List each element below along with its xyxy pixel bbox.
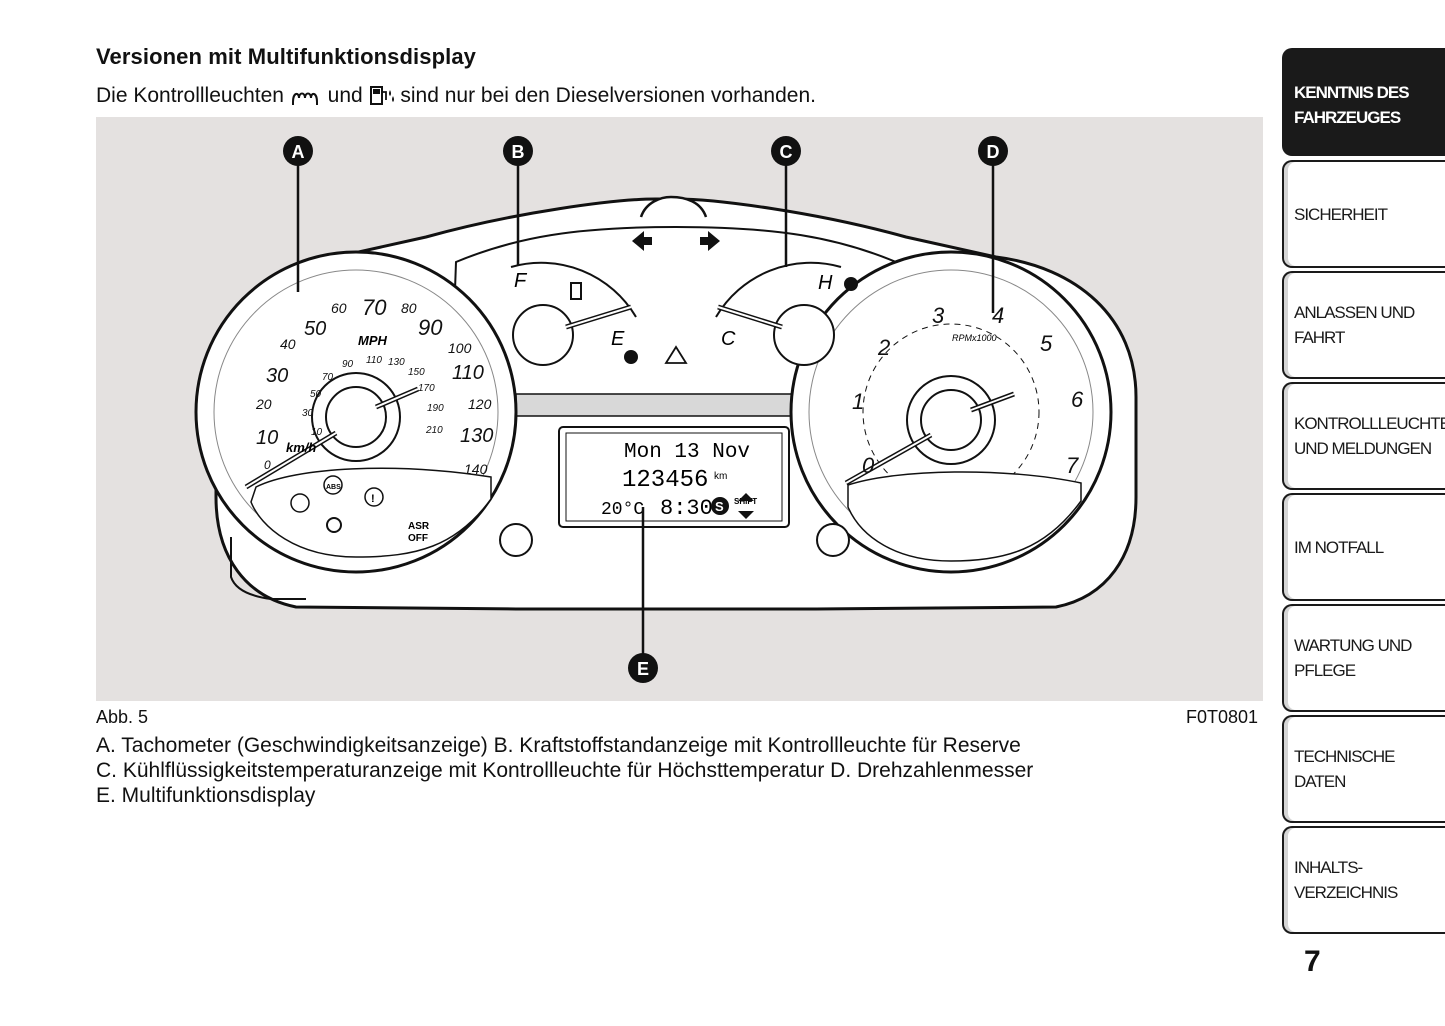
svg-text:ASR: ASR	[408, 521, 430, 532]
figure-caption: A. Tachometer (Geschwindigkeitsanzeige) …	[96, 733, 1033, 808]
svg-text:210: 210	[425, 425, 443, 436]
svg-text:20°C: 20°C	[601, 500, 644, 520]
svg-text:RPMx1000: RPMx1000	[952, 333, 997, 343]
tab-kontrollleuchten[interactable]: KONTROLLLEUCHTEN UND MELDUNGEN	[1282, 382, 1445, 490]
svg-text:km/h: km/h	[286, 440, 316, 455]
svg-text:10: 10	[256, 427, 278, 449]
svg-text:90: 90	[418, 315, 443, 340]
svg-text:SHIFT: SHIFT	[734, 497, 757, 506]
instrument-panel-figure: 0 10 20 30 40 50 60 70 80 90 100 110 120…	[96, 117, 1263, 701]
svg-text:20: 20	[255, 396, 272, 412]
tab-im-notfall[interactable]: IM NOTFALL	[1282, 493, 1445, 601]
svg-text:4: 4	[992, 303, 1004, 328]
svg-text:80: 80	[401, 300, 417, 316]
svg-text:5: 5	[1040, 331, 1053, 356]
svg-text:50: 50	[304, 318, 326, 340]
section-heading: Versionen mit Multifunktionsdisplay	[96, 44, 476, 69]
svg-text:C: C	[780, 142, 793, 162]
tab-wartung-und-pflege[interactable]: WARTUNG UND PFLEGE	[1282, 604, 1445, 712]
svg-text:170: 170	[418, 383, 435, 394]
svg-text:130: 130	[388, 357, 405, 368]
figure-label: Abb. 5	[96, 707, 149, 727]
svg-text:!: !	[371, 493, 375, 505]
svg-text:0: 0	[862, 453, 875, 478]
svg-text:7: 7	[1066, 453, 1079, 478]
svg-text:190: 190	[427, 403, 444, 414]
svg-text:50: 50	[310, 389, 322, 400]
svg-text:40: 40	[280, 336, 296, 352]
svg-text:A: A	[292, 142, 305, 162]
callout-d: D	[978, 136, 1008, 313]
svg-text:123456: 123456	[622, 467, 708, 494]
caption-line: C. Kühlflüssigkeitstemperaturanzeige mit…	[96, 759, 1034, 782]
intro-text: Die Kontrollleuchten und sind nur bei de…	[96, 84, 816, 112]
svg-text:E: E	[611, 328, 625, 350]
svg-text:70: 70	[362, 295, 387, 320]
svg-text:S: S	[715, 499, 724, 514]
svg-text:60: 60	[331, 300, 347, 316]
svg-text:D: D	[987, 142, 1000, 162]
svg-text:1: 1	[852, 389, 864, 414]
intro-middle: und	[327, 84, 363, 107]
svg-text:100: 100	[448, 340, 472, 356]
svg-text:ABS: ABS	[326, 484, 341, 491]
callout-b: B	[503, 136, 533, 265]
svg-text:120: 120	[468, 396, 492, 412]
svg-text:10: 10	[311, 427, 323, 438]
svg-text:110: 110	[366, 355, 382, 366]
intro-before: Die Kontrollleuchten	[96, 84, 284, 107]
figure-code: F0T0801	[1186, 707, 1259, 727]
intro-after: sind nur bei den Dieselversionen vorhand…	[400, 84, 816, 107]
svg-text:150: 150	[408, 367, 425, 378]
svg-text:3: 3	[932, 303, 945, 328]
tachometer: 0 1 2 3 4 5 6 7 RPMx1000	[789, 250, 1113, 574]
glow-plug-icon	[290, 88, 322, 112]
callout-c: C	[771, 136, 801, 267]
svg-text:6: 6	[1071, 387, 1084, 412]
tab-sicherheit[interactable]: SICHERHEIT	[1282, 160, 1445, 268]
svg-text:C: C	[721, 328, 736, 350]
svg-text:30: 30	[266, 365, 288, 387]
svg-text:70: 70	[322, 372, 334, 383]
svg-text:110: 110	[452, 362, 484, 384]
page-number: 7	[1304, 945, 1321, 978]
svg-text:F: F	[514, 270, 528, 292]
svg-text:Mon 13 Nov: Mon 13 Nov	[624, 441, 750, 464]
tab-technische-daten[interactable]: TECHNISCHE DATEN	[1282, 715, 1445, 823]
svg-text:8:30: 8:30	[660, 496, 713, 521]
tab-inhaltsverzeichnis[interactable]: INHALTS- VERZEICHNIS	[1282, 826, 1445, 934]
speedometer: 0 10 20 30 40 50 60 70 80 90 100 110 120…	[194, 250, 518, 574]
caption-line: E. Multifunktionsdisplay	[96, 784, 316, 807]
svg-text:E: E	[637, 659, 649, 679]
fuel-gauge: F E	[510, 261, 638, 366]
callout-e: E	[628, 507, 658, 683]
svg-text:140: 140	[464, 461, 488, 477]
svg-text:OFF: OFF	[408, 533, 428, 544]
caption-line: A. Tachometer (Geschwindigkeitsanzeige) …	[96, 734, 1021, 757]
svg-text:130: 130	[460, 425, 493, 447]
callout-a: A	[283, 136, 313, 292]
svg-text:0: 0	[264, 458, 271, 472]
svg-text:H: H	[818, 272, 833, 294]
water-in-fuel-icon	[369, 84, 395, 112]
multifunction-display: Mon 13 Nov 123456 km 20°C 8:30 S SHIFT	[558, 426, 790, 528]
svg-text:2: 2	[877, 335, 890, 360]
tab-kenntnis-des-fahrzeuges[interactable]: KENNTNIS DES FAHRZEUGES	[1282, 48, 1445, 156]
svg-text:B: B	[512, 142, 525, 162]
svg-text:MPH: MPH	[358, 333, 388, 348]
temperature-gauge: H C	[715, 261, 858, 366]
tab-anlassen-und-fahrt[interactable]: ANLASSEN UND FAHRT	[1282, 271, 1445, 379]
svg-text:km: km	[714, 471, 727, 482]
svg-text:90: 90	[342, 359, 354, 370]
svg-text:30: 30	[302, 408, 314, 419]
